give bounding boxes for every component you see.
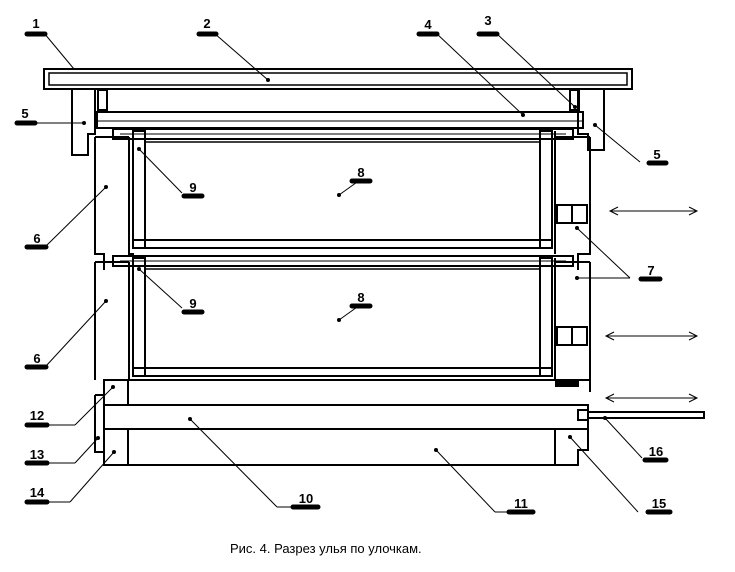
label-2: 2 xyxy=(203,16,210,31)
upper-frame xyxy=(112,128,574,249)
label-14: 14 xyxy=(30,485,45,500)
label-3: 3 xyxy=(484,13,491,28)
lower-body xyxy=(94,258,591,392)
label-underlines xyxy=(14,31,673,515)
ceiling-board xyxy=(96,111,584,129)
label-15: 15 xyxy=(652,496,666,511)
label-4: 4 xyxy=(424,17,432,32)
label-8-upper: 8 xyxy=(357,165,364,180)
figure-caption: Рис. 4. Разрез улья по улочкам. xyxy=(230,541,422,556)
leader-lines xyxy=(36,32,643,513)
label-16: 16 xyxy=(649,444,663,459)
airflow-arrows xyxy=(604,206,699,403)
label-6-upper: 6 xyxy=(33,231,40,246)
lower-frame xyxy=(112,255,574,377)
label-7: 7 xyxy=(647,263,654,278)
label-8-lower: 8 xyxy=(357,290,364,305)
label-10: 10 xyxy=(299,491,313,506)
label-13: 13 xyxy=(30,447,44,462)
label-9-lower: 9 xyxy=(189,296,196,311)
label-texts: 1 2 3 4 5 5 6 6 7 8 8 9 9 10 11 12 13 14… xyxy=(21,13,666,511)
label-12: 12 xyxy=(30,408,44,423)
roof xyxy=(43,68,633,156)
hive-base xyxy=(94,379,705,466)
label-1: 1 xyxy=(32,16,39,31)
label-6-lower: 6 xyxy=(33,351,40,366)
label-5-right: 5 xyxy=(653,147,660,162)
label-5-left: 5 xyxy=(21,106,28,121)
label-11: 11 xyxy=(514,496,528,511)
label-9-upper: 9 xyxy=(189,180,196,195)
upper-body xyxy=(94,131,591,270)
